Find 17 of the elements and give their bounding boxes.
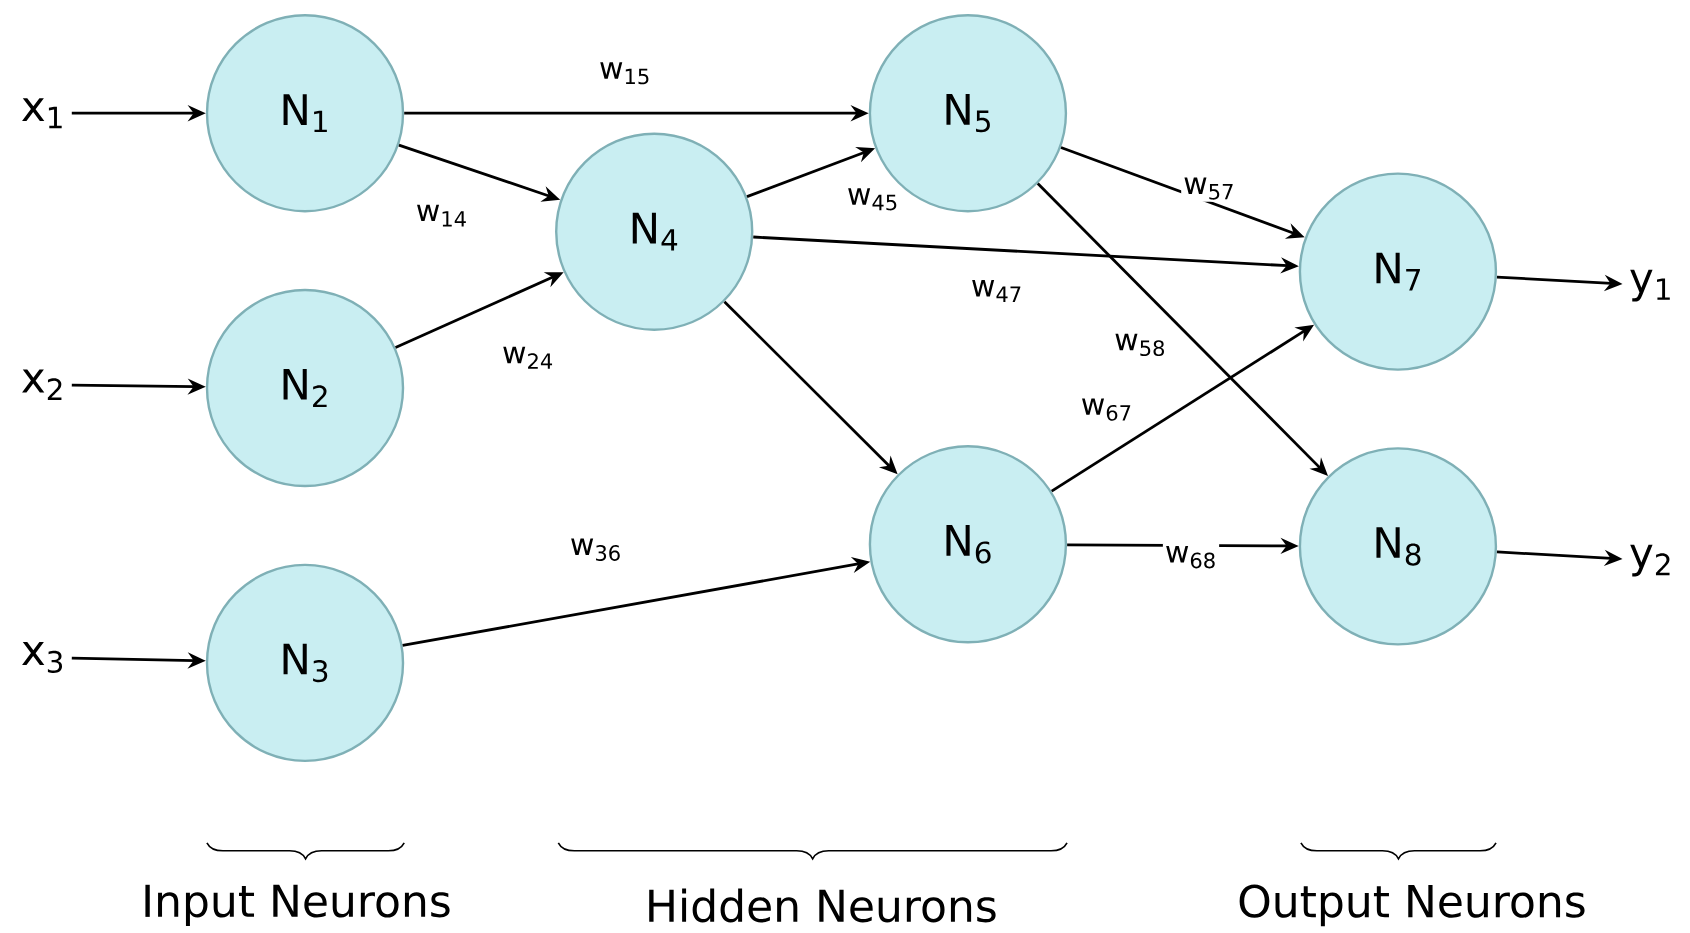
group-label: Hidden Neurons (649, 888, 996, 923)
edge-label: w$_{57}$ (1181, 175, 1238, 202)
group-label: Input Neurons (145, 884, 450, 927)
edge-label: w$_{36}$ (567, 536, 625, 563)
variable-label: y$_{1}$ (1630, 269, 1670, 302)
variable-label: x$_{1}$ (22, 98, 62, 129)
edge-label: w$_{67}$ (1078, 396, 1136, 423)
edge-label: w$_{15}$ (597, 60, 654, 87)
variable-label: y$_{2}$ (1630, 544, 1670, 577)
edge-label: w$_{58}$ (1112, 331, 1169, 359)
edge-label: w$_{24}$ (500, 344, 557, 371)
edge-label: w$_{68}$ (1162, 544, 1220, 571)
variable-label: x$_{3}$ (22, 642, 62, 673)
edge-label: w$_{47}$ (968, 278, 1026, 304)
variable-label: x$_{2}$ (22, 369, 62, 401)
group-label: Output Neurons (1239, 884, 1585, 927)
edge-label: w$_{14}$ (413, 202, 471, 229)
